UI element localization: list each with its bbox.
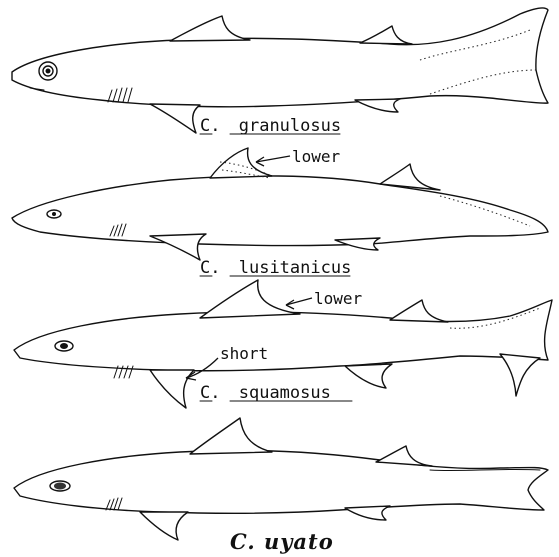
shark-squamosus-label: C. squamosus [200,383,331,403]
shark-uyato-dorsal2 [376,446,432,466]
shark-uyato-eye-pupil [54,483,66,490]
shark-squamosus-pectoral [150,370,194,408]
shark-granulosus-eye-pupil [46,69,51,74]
shark-lusitanicus-genus: C. [200,258,220,278]
shark-squamosus-dorsal1 [200,280,300,318]
shark-squamosus-note-dorsal: lower [314,289,363,308]
shark-granulosus-body [12,8,548,107]
shark-granulosus-dorsal1 [170,16,250,41]
shark-squamosus-eye-pupil [60,343,68,349]
shark-squamosus-note-pectoral: short [220,344,268,363]
shark-uyato-body [14,450,548,513]
shark-uyato-pectoral [140,512,188,540]
shark-squamosus-caudal-lower [500,354,540,396]
shark-uyato-dorsal1 [190,418,272,454]
shark-uyato-label: C. uyato [230,529,334,554]
shark-lusitanicus-pectoral [150,234,206,260]
shark-lusitanicus-note: lower [292,147,341,166]
shark-granulosus-pectoral [150,104,200,133]
shark-squamosus: lower short C. squamosus [14,280,552,408]
shark-lusitanicus-label: C. lusitanicus [200,258,351,278]
shark-lusitanicus-body [12,176,548,246]
shark-granulosus-species: granulosus [239,116,341,136]
shark-granulosus-genus: C. [200,116,220,136]
shark-uyato-pelvic [345,506,390,520]
shark-uyato: C. uyato [14,418,548,554]
shark-lusitanicus-eye-pupil [52,212,56,216]
shark-squamosus-genus: C. [200,383,220,403]
shark-squamosus-dorsal2 [390,300,448,322]
shark-lusitanicus: lower C. lusitanicus [12,147,548,278]
shark-granulosus-dorsal2 [360,26,412,44]
shark-granulosus-pelvic [355,99,400,112]
shark-granulosus-label: C. granulosus [200,116,341,136]
shark-lusitanicus-dorsal1 [210,148,272,178]
shark-lusitanicus-species: lusitanicus [239,258,352,278]
shark-squamosus-species: squamosus [239,383,331,403]
shark-squamosus-dorsal-arrow [286,298,312,305]
shark-granulosus: C. granulosus [12,8,548,136]
shark-squamosus-pelvic [345,364,392,388]
